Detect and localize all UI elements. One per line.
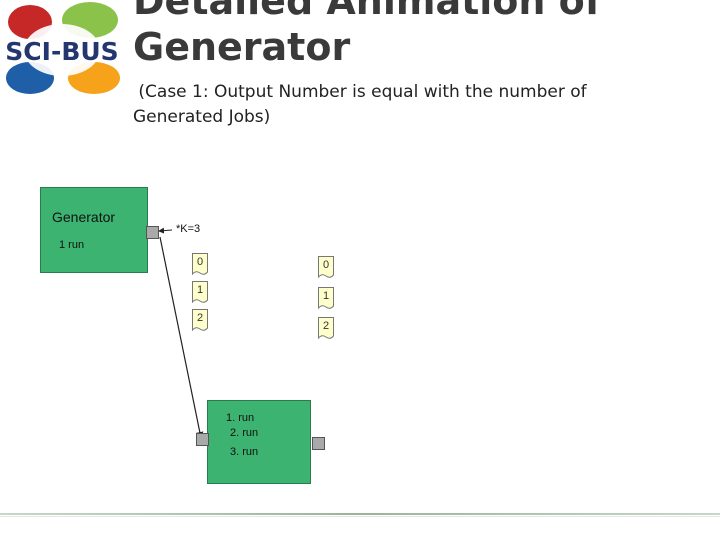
job-run-entry: 3. run [230,446,259,458]
file-icon: 2 [192,309,208,332]
job-box: 1. run 2. run 3. run [207,400,311,484]
generator-title: Generator [52,209,116,225]
file-label: 0 [322,259,330,271]
job-run-entry: 2. run [230,427,259,439]
port-pointer-line [158,227,173,234]
file-label: 2 [196,312,204,324]
footer-stripe [0,513,720,517]
job-output-port[interactable] [312,437,325,450]
file-label: 1 [196,284,204,296]
job-run-entry: 1. run [226,412,255,424]
job-input-port[interactable] [196,433,209,446]
generator-status: 1 run [59,239,85,251]
sci-bus-logo: SCI-BUS [0,0,128,100]
file-label: 2 [322,320,330,332]
port-label: *K=3 [176,223,201,235]
file-icon: 2 [318,317,334,340]
svg-text:SCI-BUS: SCI-BUS [5,37,118,66]
file-icon: 0 [318,256,334,279]
file-label: 0 [196,256,204,268]
generator-box: Generator 1 run [40,187,148,273]
page-title: Detailed Animation of Generator [133,0,602,69]
job-input-connector [159,236,204,440]
file-icon: 0 [192,253,208,276]
page-subtitle: (Case 1: Output Number is equal with the… [133,82,587,127]
file-label: 1 [322,290,330,302]
file-icon: 1 [318,287,334,310]
file-icon: 1 [192,281,208,304]
